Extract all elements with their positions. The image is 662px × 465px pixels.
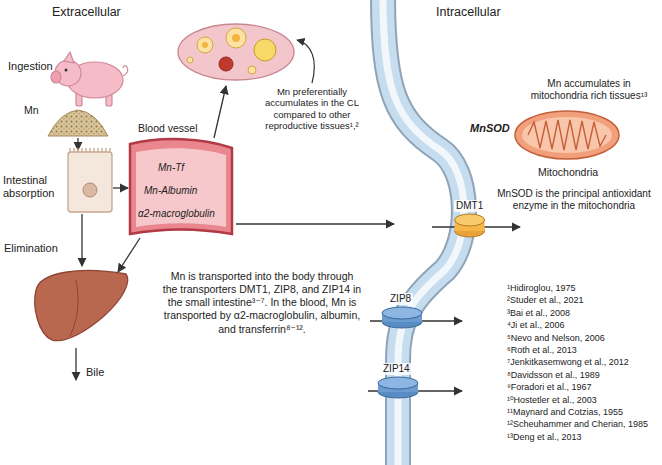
note-text: Mn preferentially accumulates in the CL … [256,86,368,132]
reference-entry: ¹Hidiroglou, 1975 [507,283,576,294]
transporter-label: ZIP8 [388,293,413,305]
transporter-label: ZIP14 [381,363,412,375]
manganese-pile [48,110,108,136]
node-heading: Blood vessel [138,122,198,135]
reference-entry: ⁶Roth et al., 2013 [507,345,577,356]
reference-entry: ⁷Jenkitkasemwong et al., 2012 [507,357,629,368]
element-label: Mn [24,104,39,117]
note-text: Mn accumulates in mitochondria rich tiss… [520,78,658,102]
reference-entry: ¹¹Maynard and Cotzias, 1955 [507,407,623,418]
note-text: Mn is transported into the body through … [162,270,362,336]
enzyme-label: MnSOD [470,122,510,135]
reference-entry: ⁴Ji et al., 2006 [507,320,564,331]
note-text: MnSOD is the principal antioxidant enzym… [494,188,654,212]
transporter: ZIP8 [380,293,424,329]
mitochondrion: MnSOD Mitochondria [470,108,635,184]
liver-icon [35,271,128,341]
blood-vessel-shape [128,124,234,238]
reference-entry: ¹³Deng et al., 2013 [507,432,582,443]
carrier-label: α2-macroglobulin [138,208,215,220]
section-heading: Extracellular [52,5,121,20]
transporter: ZIP14 [376,363,420,399]
intestinal-cell [68,148,112,212]
reference-entry: ⁸Davidsson et al., 1989 [507,370,600,381]
carrier-label: Mn-Albumin [144,185,197,197]
step-label: Ingestion [8,60,53,73]
reference-entry: ⁵Nevo and Nelson, 2006 [507,333,605,344]
blood-vessel: Blood vesselMn-TfMn-Albumin α2-macroglobu… [128,124,234,238]
organelle-label: Mitochondria [538,166,598,179]
step-label: Intestinal absorption [3,174,65,200]
carrier-label: Mn-Tf [158,162,184,174]
step-label: Bile [86,366,104,379]
ovary-icon [178,24,294,80]
step-label: Elimination [4,242,58,255]
reference-entry: ¹⁰Hostetler et al., 2003 [507,395,597,406]
pig-icon [51,52,128,106]
section-heading: Intracellular [436,5,501,20]
transporter: DMT1 [452,200,487,238]
reference-entry: ¹²Scheuhammer and Cherian, 1985 [507,419,648,430]
transporter-label: DMT1 [454,200,485,212]
reference-entry: ⁹Foradori et al., 1967 [507,382,591,393]
reference-entry: ²Studer et al., 2021 [507,295,584,306]
reference-entry: ³Bai et al., 2008 [507,308,570,319]
